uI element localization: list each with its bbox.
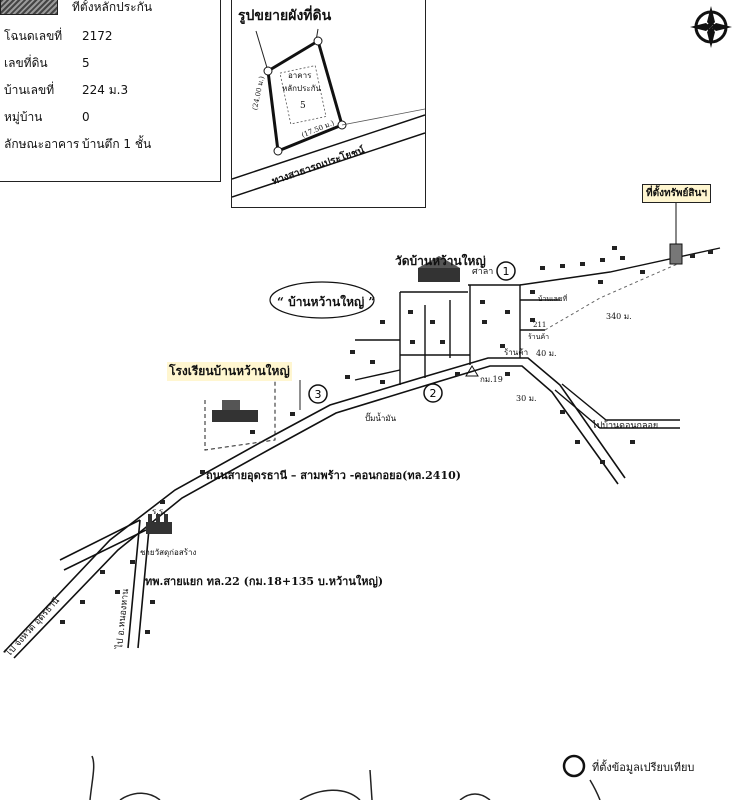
house-number-label: 211	[533, 321, 547, 329]
south-road	[127, 517, 151, 649]
signature-strokes	[89, 755, 601, 800]
property-marker-icon	[669, 243, 683, 265]
temple-label: วัดบ้านหว้านใหญ่	[395, 254, 486, 268]
marker-1-label: 1	[503, 265, 510, 278]
distance-30-label: 30 ม.	[516, 394, 537, 403]
school-building-icon-2	[222, 400, 240, 410]
temple-icon	[418, 268, 460, 282]
building-type-value: บ้านตึก 1 ชั้น	[82, 137, 152, 151]
deed-key: โฉนดเลขที่	[4, 29, 63, 43]
building-type-key: ลักษณะอาคาร	[4, 137, 80, 151]
village-row: หมู่บ้าน 0	[4, 108, 90, 127]
branch-road-label: ไปบ้านดอนกลอย	[592, 421, 659, 431]
plot-drawing	[232, 28, 425, 198]
land-no-row: เลขที่ดิน 5	[4, 54, 90, 73]
km-label: กม.19	[480, 375, 503, 384]
compass-letter: N	[707, 23, 715, 34]
marker-2: 2	[423, 383, 443, 403]
north-compass-icon: N	[690, 6, 732, 48]
house-no-value: 224 ม.3	[82, 83, 129, 97]
deed-value: 2172	[82, 29, 113, 43]
pump-label: ปั๊มน้ำมัน	[365, 414, 397, 423]
school-building-icon	[212, 410, 258, 422]
building-type-row: ลักษณะอาคารบ้านตึก 1 ชั้น	[4, 135, 151, 154]
school-sub-label: ร.ร.	[152, 507, 166, 516]
house-no-key: บ้านเลขที่	[4, 83, 55, 97]
house-no-row: บ้านเลขที่ 224 ม.3	[4, 81, 128, 100]
village-roads	[354, 247, 721, 385]
inset-title: รูปขยายผังที่ดิน	[238, 8, 332, 24]
house-label: บ้านเลขที่	[538, 295, 568, 303]
building-label-2: หลักประกัน	[282, 84, 322, 93]
marker-1: 1	[496, 261, 516, 281]
temple-roof-icon	[418, 256, 460, 268]
village-ellipse	[269, 281, 375, 319]
temple-sub-label: ศาลา	[472, 267, 494, 277]
plot-inset: รูปขยายผังที่ดิน อาคาร หลักประกัน 5 (24.…	[231, 0, 426, 208]
village-label: “ บ้านหว้านใหญ่ ”	[277, 295, 376, 309]
store-label: ร้านค้า	[528, 333, 550, 341]
deed-row: โฉนดเลขที่ 2172	[4, 27, 113, 46]
factory-icon	[146, 514, 172, 534]
branch-road-udon	[59, 519, 147, 571]
collateral-legend-label: ที่ตั้งหลักประกัน	[72, 0, 153, 14]
house-dots	[60, 246, 713, 634]
marker-3-label: 3	[315, 388, 322, 401]
shop-label: ร้านค้า	[504, 348, 529, 357]
marker-3: 3	[308, 384, 328, 404]
distance-40-label: 40 ม.	[536, 349, 557, 358]
village-value: 0	[82, 110, 90, 124]
main-road-label: ถนนสายอุดรธานี – สามพร้าว -คอนกอยอ(ทล.24…	[206, 469, 461, 482]
factory-label: ชายวัสดุก่อสร้าง	[140, 548, 197, 557]
building-number: 5	[300, 101, 306, 111]
path-to-property	[544, 261, 683, 331]
building-label-1: อาคาร	[288, 71, 312, 80]
km-marker-icon	[465, 365, 479, 377]
compare-circle-icon	[562, 754, 586, 778]
village-key: หมู่บ้าน	[4, 110, 43, 124]
land-no-value: 5	[82, 56, 90, 70]
school-label: โรงเรียนบ้านหว้านใหญ่	[167, 362, 292, 381]
land-no-key: เลขที่ดิน	[4, 56, 48, 70]
school-boundary	[204, 378, 276, 451]
property-info-table: ที่ตั้งหลักประกัน โฉนดเลขที่ 2172 เลขที่ด…	[0, 0, 221, 182]
road-to-don-kloi	[554, 383, 680, 429]
property-label: ที่ตั้งทรัพย์สินฯ	[642, 184, 711, 203]
junction-label: ทพ.สายแยก ทล.22 (กม.18+135 บ.หว้านใหญ่)	[145, 575, 384, 588]
compare-legend-label: ที่ตั้งข้อมูลเปรียบเทียบ	[592, 761, 695, 774]
collateral-hatch-swatch	[0, 0, 58, 15]
marker-2-label: 2	[430, 387, 437, 400]
distance-340-label: 340 ม.	[606, 312, 632, 321]
